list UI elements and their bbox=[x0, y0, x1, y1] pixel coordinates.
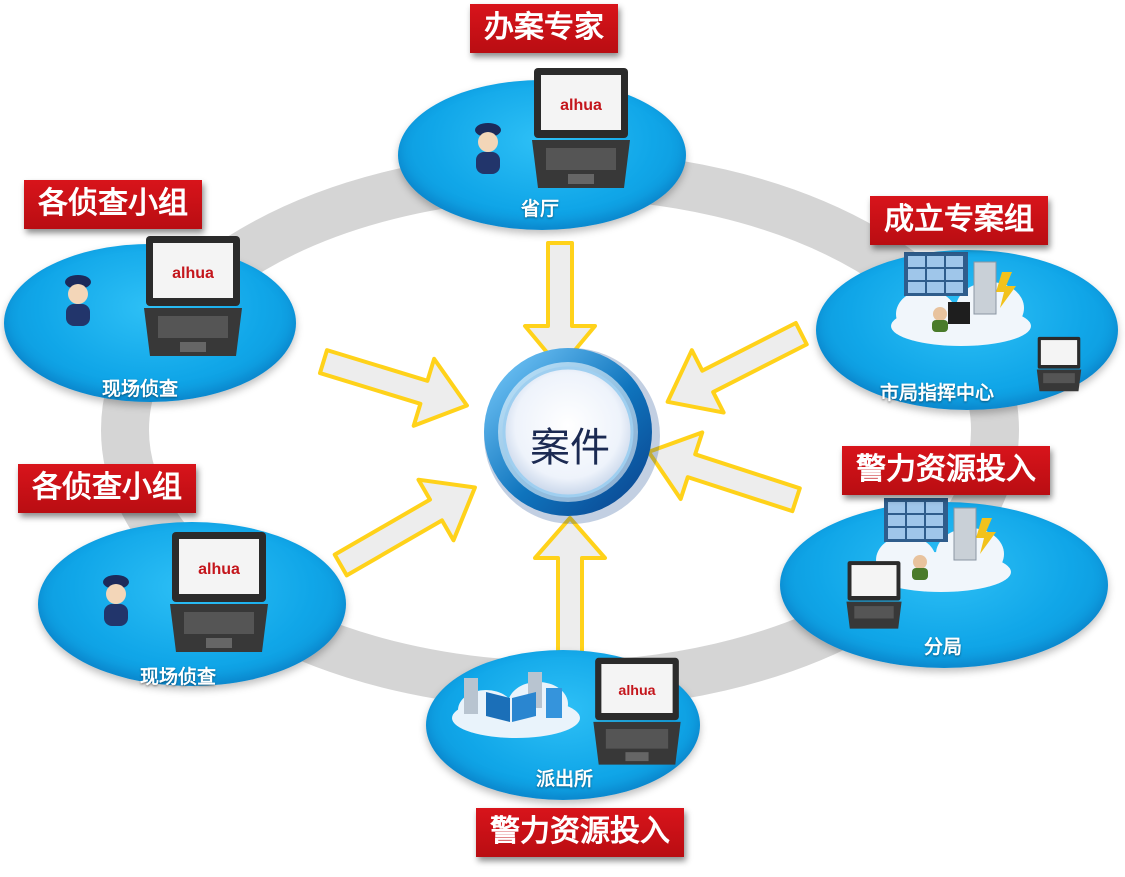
node-bottom-tag: 警力资源投入 bbox=[476, 808, 684, 857]
cloud-network-icon bbox=[446, 662, 586, 746]
laptop-brand: alhua bbox=[560, 97, 602, 114]
node-right-bottom-tag: 警力资源投入 bbox=[842, 446, 1050, 495]
node-right-top-tag: 成立专案组 bbox=[870, 196, 1048, 245]
laptop-icon: alhua bbox=[592, 656, 682, 774]
node-left-bottom-label: 现场侦查 bbox=[140, 666, 217, 688]
laptop-brand: alhua bbox=[172, 265, 214, 282]
arrow-from-left-bottom bbox=[332, 477, 477, 578]
laptop-icon bbox=[846, 560, 902, 636]
arrow-from-top bbox=[523, 241, 597, 370]
arrow-from-right-top bbox=[665, 320, 809, 415]
node-left-top-label: 现场侦查 bbox=[102, 378, 179, 400]
command-center-icon bbox=[886, 250, 1036, 352]
laptop-icon: alhua bbox=[532, 66, 630, 198]
node-top-tag: 办案专家 bbox=[470, 4, 618, 53]
laptop-icon: alhua bbox=[170, 530, 268, 662]
arrow-from-right-bottom bbox=[646, 430, 802, 514]
arrow-from-bottom bbox=[533, 516, 607, 672]
node-right-top-label: 市局指挥中心 bbox=[880, 382, 995, 404]
node-left-top-tag: 各侦查小组 bbox=[24, 180, 202, 229]
node-right-bottom-label: 分局 bbox=[924, 636, 963, 658]
arrow-from-left-top bbox=[317, 348, 469, 428]
police-officer-icon bbox=[96, 572, 136, 632]
police-officer-icon bbox=[58, 272, 98, 332]
police-officer-icon bbox=[468, 120, 508, 180]
laptop-brand: alhua bbox=[618, 683, 656, 699]
case-hub bbox=[484, 348, 660, 524]
node-bottom-label: 派出所 bbox=[536, 768, 594, 790]
laptop-icon bbox=[1036, 336, 1082, 398]
branch-office-icon bbox=[866, 496, 1016, 598]
node-top-label: 省厅 bbox=[521, 198, 560, 220]
laptop-icon: alhua bbox=[144, 234, 242, 366]
case-hub-label: 案件 bbox=[530, 425, 610, 471]
laptop-brand: alhua bbox=[198, 561, 240, 578]
node-left-bottom-tag: 各侦查小组 bbox=[18, 464, 196, 513]
